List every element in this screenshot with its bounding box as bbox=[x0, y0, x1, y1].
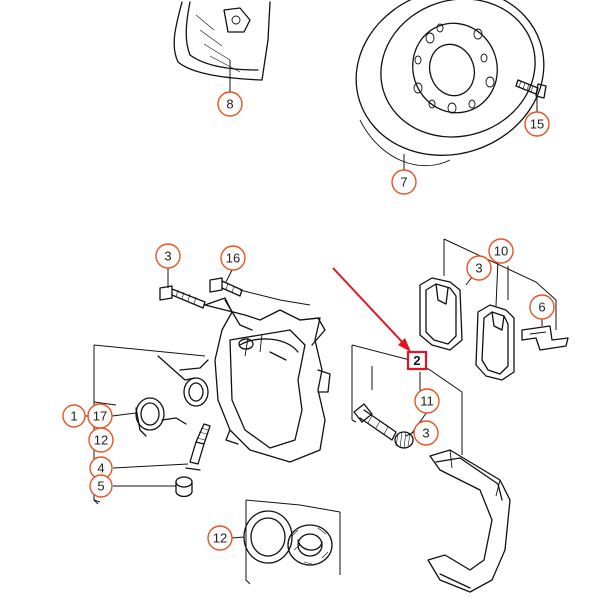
callout-16-label: 16 bbox=[226, 251, 240, 266]
callout-4-label: 4 bbox=[97, 461, 104, 476]
callout-3-pads-label: 3 bbox=[475, 261, 482, 276]
spring-top-drawing bbox=[157, 355, 209, 407]
bearing-drawing bbox=[287, 524, 333, 566]
callout-8-label: 8 bbox=[226, 97, 233, 112]
callout-12-seal-label: 12 bbox=[213, 531, 227, 546]
leader-lines bbox=[85, 60, 543, 539]
callout-6-label: 6 bbox=[538, 300, 545, 315]
callout-1-label: 1 bbox=[70, 409, 77, 424]
callout-16[interactable]: 16 bbox=[220, 245, 246, 271]
callout-3-bolt[interactable]: 3 bbox=[155, 243, 181, 269]
callout-8[interactable]: 8 bbox=[217, 91, 243, 117]
callout-5-label: 5 bbox=[97, 479, 104, 494]
guide-pin-drawing bbox=[353, 403, 397, 441]
clip-6-drawing bbox=[521, 325, 569, 351]
callout-3-bolt-label: 3 bbox=[164, 249, 171, 264]
screw-15-drawing bbox=[515, 79, 547, 99]
callout-7[interactable]: 7 bbox=[391, 169, 417, 195]
guide-boot-drawing bbox=[394, 431, 414, 449]
callout-2-label: 2 bbox=[413, 353, 420, 368]
callout-6[interactable]: 6 bbox=[529, 294, 555, 320]
callout-11[interactable]: 11 bbox=[414, 388, 440, 414]
cap-5-drawing bbox=[175, 476, 193, 498]
bolt-16-drawing bbox=[209, 277, 243, 297]
callout-11-label: 11 bbox=[420, 394, 434, 409]
callout-15-label: 15 bbox=[530, 117, 544, 132]
callout-17[interactable]: 17 bbox=[87, 403, 113, 429]
callout-15[interactable]: 15 bbox=[524, 111, 550, 137]
callout-10-label: 10 bbox=[494, 244, 508, 259]
callout-12-seal[interactable]: 12 bbox=[207, 525, 233, 551]
bolt-3-left-drawing bbox=[159, 285, 206, 309]
callout-17-label: 17 bbox=[93, 409, 107, 424]
callout-3-pin[interactable]: 3 bbox=[413, 420, 439, 446]
callout-12-caliper-label: 12 bbox=[94, 433, 108, 448]
callout-1[interactable]: 1 bbox=[62, 404, 86, 428]
carrier-drawing bbox=[427, 449, 511, 593]
dust-shield-drawing bbox=[173, 1, 271, 81]
callout-3-pin-label: 3 bbox=[422, 426, 429, 441]
brake-pads-drawing bbox=[419, 277, 515, 381]
callout-3-pads[interactable]: 3 bbox=[466, 255, 492, 281]
callout-12-caliper[interactable]: 12 bbox=[88, 427, 114, 453]
callout-2-highlighted[interactable]: 2 bbox=[406, 350, 428, 371]
callout-7-label: 7 bbox=[400, 175, 407, 190]
highlight-arrow bbox=[332, 267, 411, 352]
spring-17-drawing bbox=[135, 397, 187, 437]
callout-5[interactable]: 5 bbox=[89, 474, 113, 498]
caliper-drawing bbox=[204, 297, 331, 463]
brake-disc-drawing bbox=[355, 0, 545, 167]
bleed-screw-drawing bbox=[185, 423, 211, 471]
callout-10[interactable]: 10 bbox=[488, 238, 514, 264]
seal-drawing bbox=[243, 510, 293, 564]
